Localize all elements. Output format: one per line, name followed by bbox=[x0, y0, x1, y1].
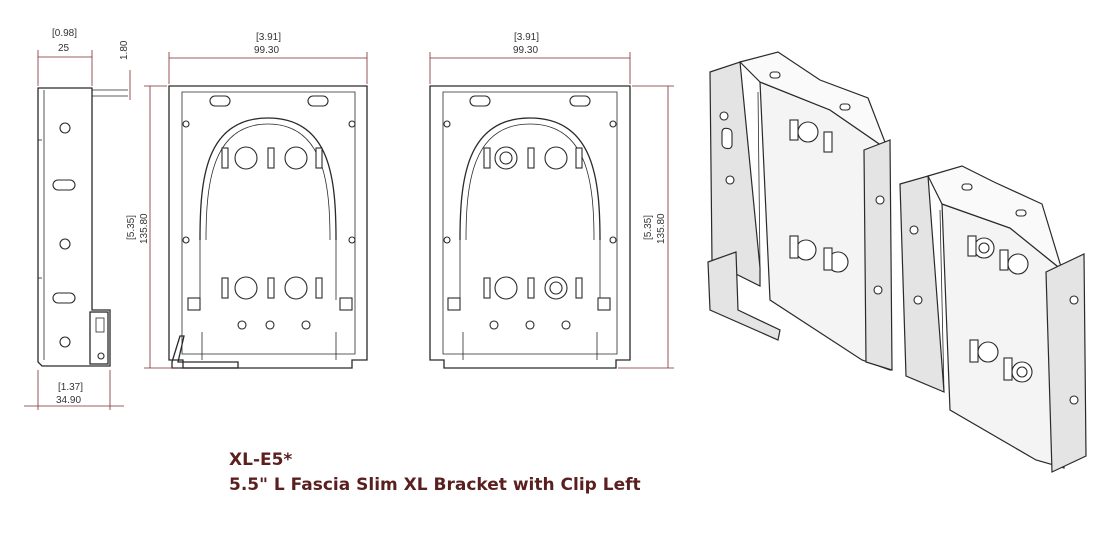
isometric-view-right bbox=[899, 165, 1087, 473]
side-width-mm-label: 25 bbox=[58, 43, 70, 54]
back-height-mm-label: 135.80 bbox=[656, 213, 667, 244]
isometric-view-left bbox=[707, 51, 893, 371]
back-height-in-label: [5.35] bbox=[643, 215, 654, 240]
front-width-mm-label: 99.30 bbox=[254, 45, 279, 56]
front-height-in-label: [5.35] bbox=[126, 215, 137, 240]
dimension-labels: [0.98] 25 1.80 [1.37] 34.90 [3.91] 99.30… bbox=[52, 28, 667, 406]
front-view bbox=[144, 52, 368, 369]
base-depth-mm-label: 34.90 bbox=[56, 395, 81, 406]
product-description: 5.5" L Fascia Slim XL Bracket with Clip … bbox=[229, 475, 641, 495]
back-view bbox=[429, 52, 674, 369]
side-width-in-label: [0.98] bbox=[52, 28, 77, 39]
product-code: XL-E5* bbox=[229, 450, 293, 470]
side-view bbox=[24, 50, 131, 410]
front-width-in-label: [3.91] bbox=[256, 32, 281, 43]
front-height-mm-label: 135.80 bbox=[139, 213, 150, 244]
back-width-in-label: [3.91] bbox=[514, 32, 539, 43]
base-depth-in-label: [1.37] bbox=[58, 382, 83, 393]
back-width-mm-label: 99.30 bbox=[513, 45, 538, 56]
side-lip-mm-label: 1.80 bbox=[119, 40, 130, 60]
